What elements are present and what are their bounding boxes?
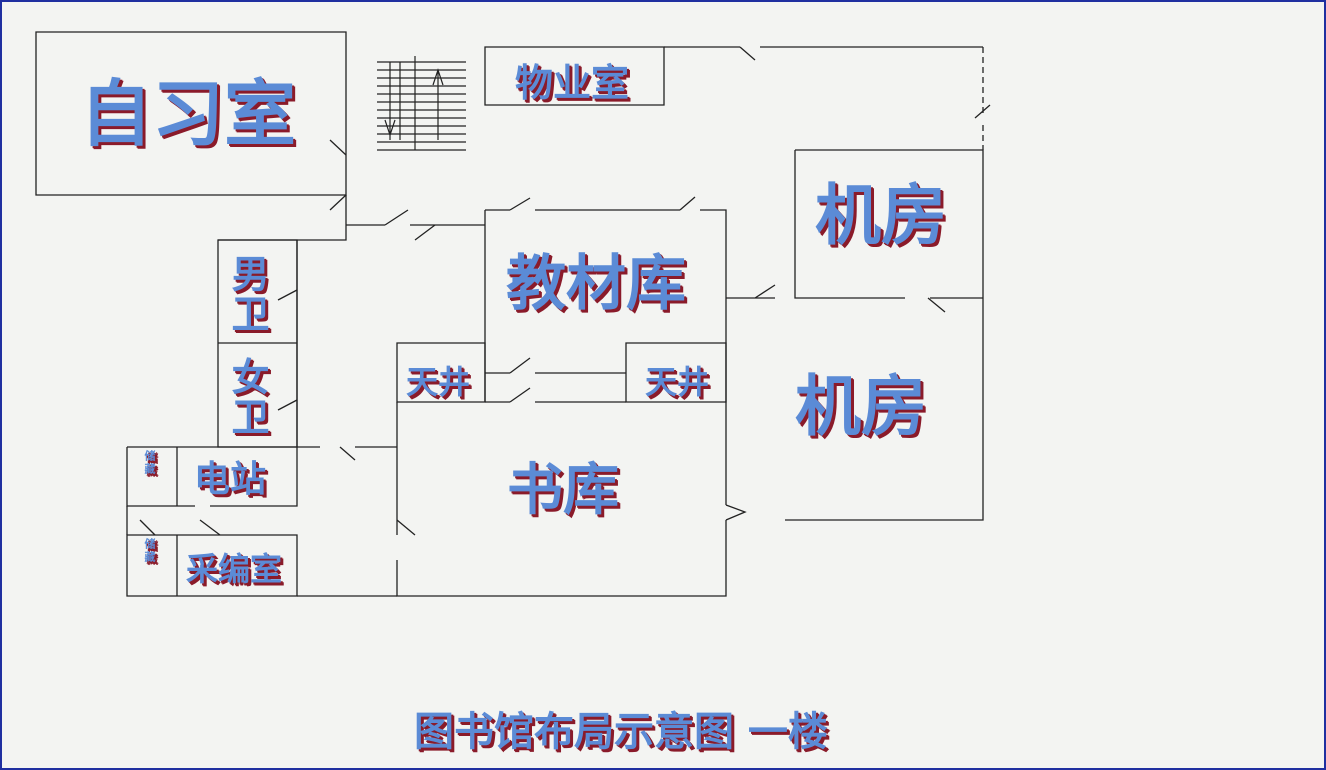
wall-skylight-gap bbox=[485, 372, 626, 403]
wall-textbook bbox=[484, 209, 727, 402]
room-skylight-right: 天井 bbox=[645, 363, 710, 401]
room-self-study: 自习室 bbox=[80, 72, 297, 156]
room-machine-lower: 机房 bbox=[795, 368, 927, 445]
wall-bookstore bbox=[396, 402, 727, 597]
diagram-caption: 图书馆布局示意图 一楼 bbox=[414, 709, 828, 755]
room-mens-restroom: 男卫 bbox=[225, 254, 269, 334]
room-small-upper: 储藏 bbox=[143, 450, 156, 476]
room-acquisition: 采编室 bbox=[186, 550, 283, 588]
room-book-store: 书库 bbox=[507, 458, 619, 523]
wall-machine-upper bbox=[794, 149, 984, 299]
wall-machine-lower bbox=[726, 284, 984, 521]
stair bbox=[377, 56, 466, 151]
room-power-station: 电站 bbox=[194, 459, 267, 500]
room-property: 物业室 bbox=[515, 61, 630, 105]
wall-corridor-top bbox=[218, 195, 485, 241]
room-womens-restroom: 女卫 bbox=[225, 357, 269, 437]
room-small-lower: 储藏 bbox=[143, 538, 156, 564]
room-textbook-store: 教材库 bbox=[506, 249, 686, 319]
wall-property bbox=[484, 46, 665, 106]
room-skylight-left: 天井 bbox=[406, 363, 471, 401]
room-machine-upper: 机房 bbox=[815, 177, 947, 254]
